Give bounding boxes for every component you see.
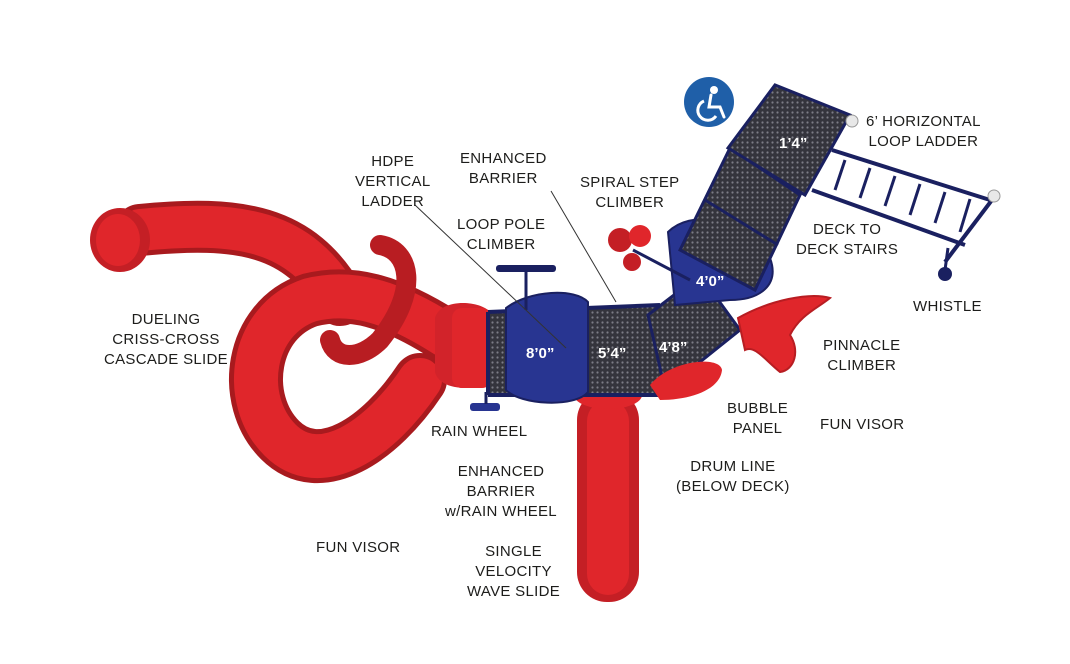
label-fun-visor-right: FUN VISOR (820, 416, 905, 433)
label-drum-line: DRUM LINE(BELOW DECK) (676, 458, 790, 495)
loop-pole-climber (496, 265, 556, 310)
label-rain-wheel: RAIN WHEEL (431, 423, 528, 440)
slide-hood (435, 302, 492, 388)
label-fun-visor-left: FUN VISOR (316, 539, 401, 556)
single-velocity-wave-slide (574, 381, 642, 602)
height-right-deck: 4’8” (659, 339, 688, 356)
dueling-criss-cross-slide (90, 200, 472, 484)
height-center-deck: 5’4” (598, 345, 627, 362)
deck-to-deck-stairs (678, 83, 853, 293)
height-top-stair: 1’4” (779, 135, 808, 152)
label-whistle: WHISTLE (913, 298, 982, 315)
horizontal-loop-ladder (811, 114, 1001, 264)
height-upper-deck: 4’0” (696, 273, 725, 290)
height-left-deck: 8’0” (526, 345, 555, 362)
leader-lines (414, 190, 617, 349)
pinnacle-climber (736, 295, 833, 374)
wheelchair-accessibility-icon (684, 77, 734, 127)
rain-wheel (470, 392, 500, 411)
spiral-step-climber (608, 225, 691, 282)
bubble-panel (650, 361, 722, 400)
whistle (938, 247, 952, 281)
